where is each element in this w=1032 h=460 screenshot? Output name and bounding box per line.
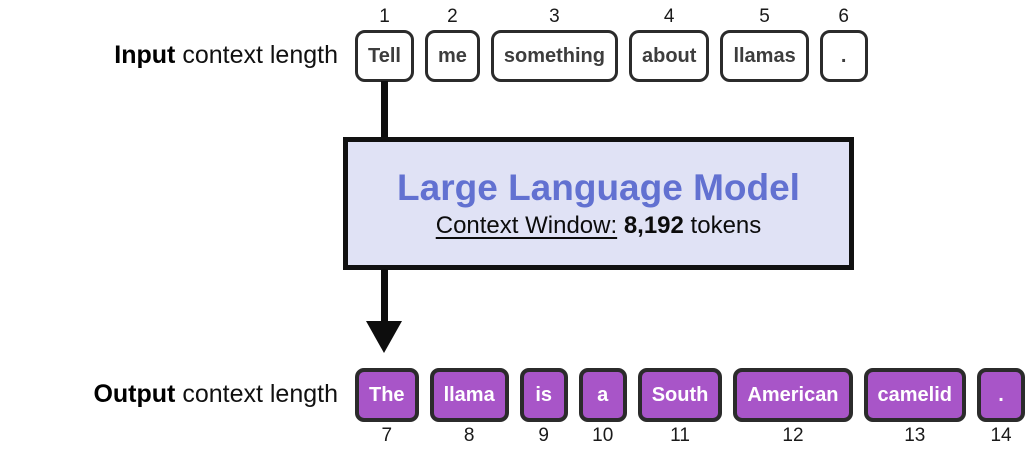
model-title: Large Language Model [397, 167, 800, 209]
token: 6. [819, 6, 868, 82]
token-box: . [819, 30, 868, 82]
token-box: a [578, 368, 627, 422]
token-number: 9 [538, 425, 549, 446]
token-box: llama [429, 368, 509, 422]
token-box: The [355, 368, 419, 422]
input-label-rest: context length [175, 41, 338, 69]
token-number: 14 [990, 425, 1012, 446]
token-box: something [490, 30, 618, 82]
input-to-model-connector-line [381, 81, 388, 138]
token-number: 4 [663, 6, 675, 27]
token-box: camelid [863, 368, 967, 422]
output-label-rest: context length [175, 380, 338, 408]
large-language-model-box: Large Language Model Context Window: 8,1… [343, 137, 854, 270]
token: 5 llamas [720, 6, 809, 82]
token-number: 5 [759, 6, 770, 27]
token-box: about [629, 30, 710, 82]
token: 3 something [490, 6, 618, 82]
token-number: 7 [381, 425, 393, 446]
token-box: . [977, 368, 1026, 422]
token: llama 8 [429, 368, 509, 447]
token-number: 11 [670, 425, 690, 446]
token: The 7 [355, 368, 419, 447]
token: camelid 13 [863, 368, 967, 447]
token-box: me [424, 30, 480, 82]
token-box: is [519, 368, 568, 422]
model-to-output-arrow-head [366, 321, 402, 353]
token-number: 2 [447, 6, 458, 27]
token-number: 12 [782, 425, 804, 446]
input-label-bold: Input [114, 41, 176, 69]
token-number: 13 [904, 425, 926, 446]
tokens-suffix: tokens [690, 211, 762, 239]
token-box: South [637, 368, 723, 422]
context-window-subtitle: Context Window: 8,192 tokens [436, 212, 762, 240]
token: is 9 [519, 368, 568, 447]
token: South 11 [637, 368, 723, 447]
context-window-label: Context Window: [435, 211, 618, 239]
output-label-bold: Output [93, 380, 176, 408]
token-number: 1 [379, 6, 390, 27]
token: . 14 [977, 368, 1026, 447]
token: 4 about [629, 6, 710, 82]
input-context-length-label: Input context length [0, 41, 338, 70]
token-box: American [733, 368, 853, 422]
token-box: llamas [720, 30, 809, 82]
token: a 10 [578, 368, 627, 447]
token-number: 3 [549, 6, 560, 27]
context-window-value: 8,192 [623, 211, 684, 239]
token-number: 6 [838, 6, 849, 27]
output-context-length-label: Output context length [0, 380, 338, 409]
token: 2 me [424, 6, 480, 82]
model-to-output-arrow-line [381, 269, 388, 322]
token-number: 10 [592, 425, 614, 446]
output-token-row: The 7 llama 8 is 9 a 10 South 11 American 12 camelid… [355, 368, 1026, 447]
token: American 12 [733, 368, 853, 447]
token-number: 8 [463, 425, 475, 446]
token-box: Tell [355, 30, 414, 82]
